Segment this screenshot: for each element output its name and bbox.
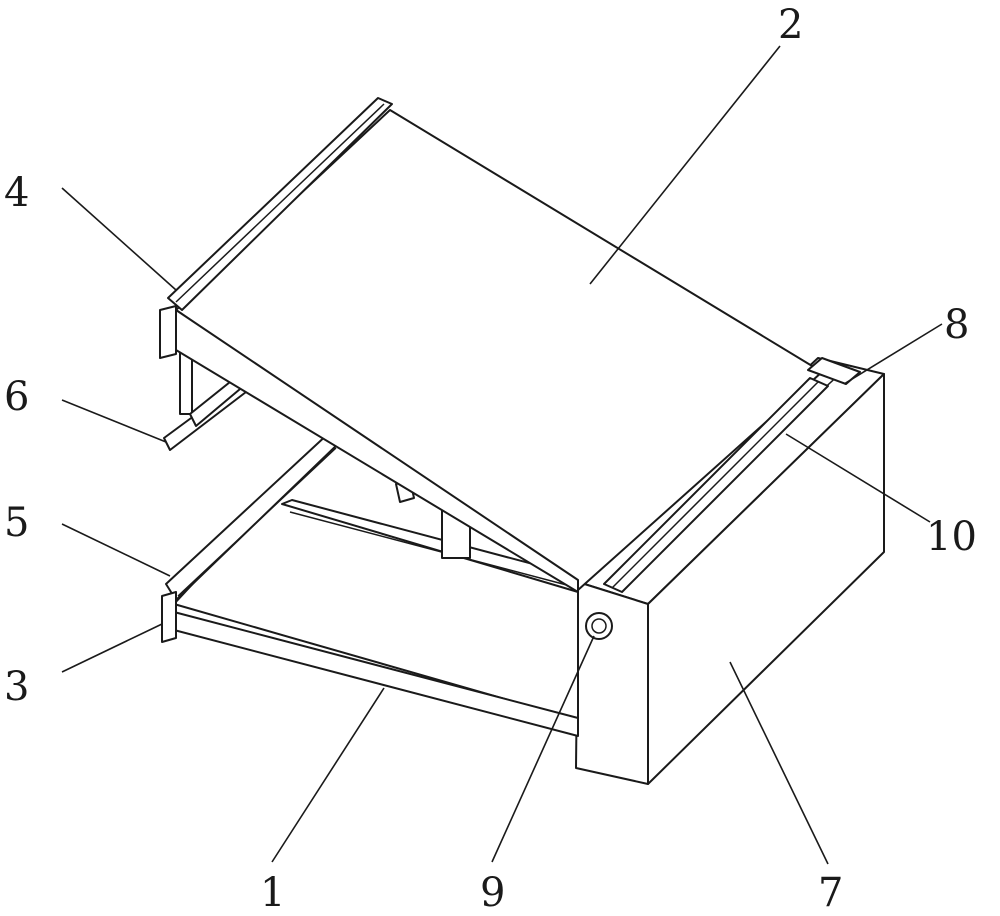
side-box-front — [576, 582, 648, 784]
left-end-block-lower — [162, 592, 176, 642]
leader-8 — [844, 324, 942, 384]
leader-3 — [62, 624, 162, 672]
leader-6 — [62, 400, 166, 442]
label-1: 1 — [260, 870, 285, 916]
leader-7 — [730, 662, 828, 864]
label-6: 6 — [4, 374, 29, 420]
left-end-block-upper — [160, 306, 176, 358]
label-3: 3 — [4, 664, 29, 710]
leader-1 — [272, 688, 384, 862]
leader-4 — [62, 188, 176, 290]
label-10: 10 — [926, 514, 977, 560]
knob-outer — [586, 613, 612, 639]
label-8: 8 — [944, 302, 969, 348]
knob — [586, 613, 612, 639]
leader-2 — [590, 46, 780, 284]
label-2: 2 — [778, 2, 803, 48]
label-9: 9 — [480, 870, 505, 916]
leader-5 — [62, 524, 170, 576]
label-4: 4 — [4, 170, 29, 216]
label-5: 5 — [4, 500, 29, 546]
label-7: 7 — [818, 870, 843, 916]
